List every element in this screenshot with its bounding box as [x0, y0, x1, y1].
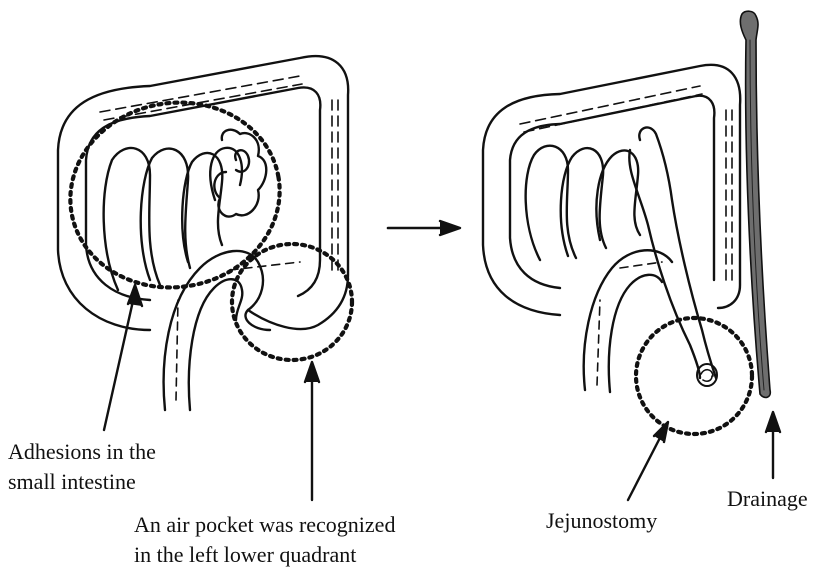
small-intestine-right: [526, 146, 640, 260]
colon-right: [483, 65, 740, 315]
adhesions-label-line-1: Adhesions in the: [8, 437, 156, 467]
air-pocket-label-line-2: in the left lower quadrant: [134, 540, 395, 570]
before-panel: [56, 56, 352, 500]
colon-right-taenia-desc: [726, 110, 732, 285]
jejunostomy-label: Jejunostomy: [546, 506, 657, 536]
air-pocket-region: [232, 244, 352, 360]
drainage-tube: [740, 11, 770, 397]
adhesions-label: Adhesions in the small intestine: [8, 437, 156, 497]
air-pocket-label: An air pocket was recognized in the left…: [134, 510, 395, 570]
jejunostomy-pointer: [628, 422, 668, 500]
air-pocket-label-line-1: An air pocket was recognized: [134, 510, 395, 540]
small-intestine-left: [104, 130, 267, 290]
transition-arrow: [388, 221, 460, 235]
drainage-label: Drainage: [727, 484, 808, 514]
after-panel: [483, 11, 780, 500]
rectum-right: [584, 250, 672, 392]
colon-left: [58, 56, 348, 330]
air-pocket-pointer: [305, 362, 319, 500]
adhesions-label-line-2: small intestine: [8, 467, 156, 497]
adhesions-pointer: [104, 285, 142, 430]
jejunostomy-region: [636, 318, 752, 434]
rectum-left: [164, 251, 300, 410]
colon-left-taenia-desc: [332, 100, 338, 270]
drainage-pointer: [766, 412, 780, 478]
